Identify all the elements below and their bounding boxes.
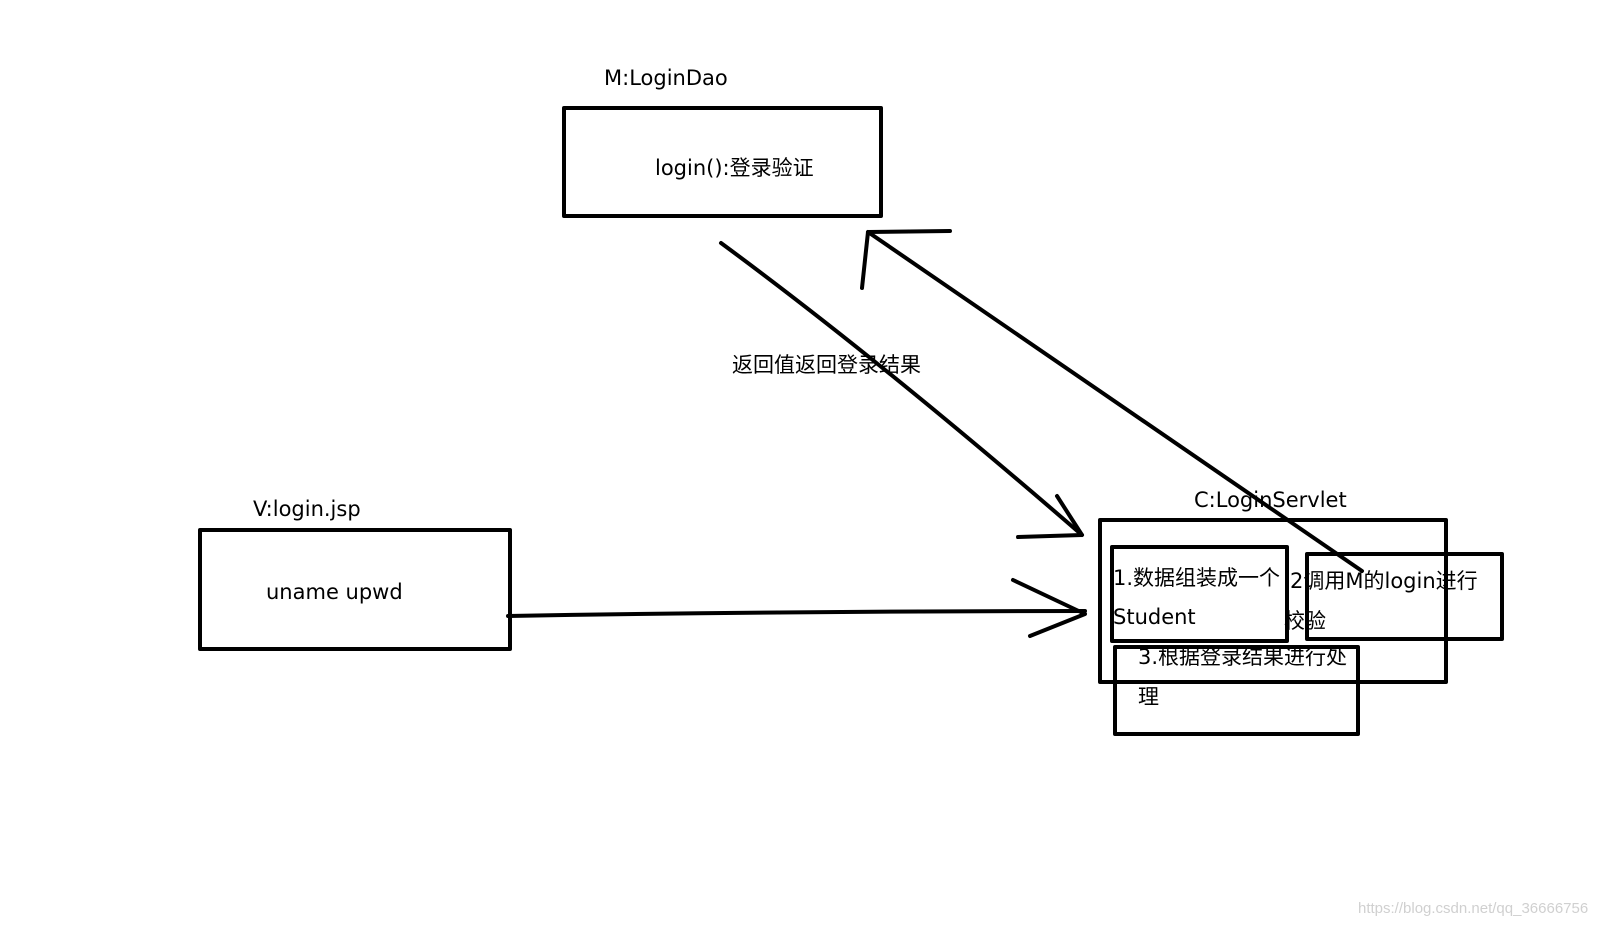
arrow-view-to-controller (506, 609, 1087, 618)
watermark-url: https://blog.csdn.net/qq_36666756 (1358, 900, 1589, 917)
step2-text-line1: 2调用M的login进行 (1290, 569, 1478, 593)
arrowhead-model-to-controller (1016, 494, 1084, 539)
step1-box (1110, 545, 1289, 643)
model-title: M:LoginDao (604, 66, 728, 90)
arrowhead-view-to-controller (1011, 578, 1087, 638)
arrow-model-to-controller (719, 241, 1084, 537)
step3-text-line1: 3.根据登录结果进行处 (1138, 645, 1348, 669)
arrowhead-controller-to-model (860, 229, 952, 290)
return-value-label: 返回值返回登录结果 (732, 353, 921, 377)
model-method-label: login():登录验证 (655, 156, 814, 180)
view-fields-label: uname upwd (266, 580, 403, 604)
view-title: V:login.jsp (253, 497, 361, 521)
step1-text-line2: Student (1113, 605, 1196, 629)
model-box (562, 106, 883, 218)
step2-text-line2: 校验 (1284, 609, 1326, 633)
step3-text-line2: 理 (1138, 685, 1159, 709)
step3-box (1113, 645, 1360, 736)
step2-box (1305, 552, 1504, 641)
controller-title: C:LoginServlet (1194, 488, 1347, 512)
controller-box (1098, 518, 1448, 684)
step1-text-line1: 1.数据组装成一个 (1113, 566, 1281, 590)
view-box (198, 528, 512, 651)
arrow-controller-to-model (866, 230, 1364, 573)
